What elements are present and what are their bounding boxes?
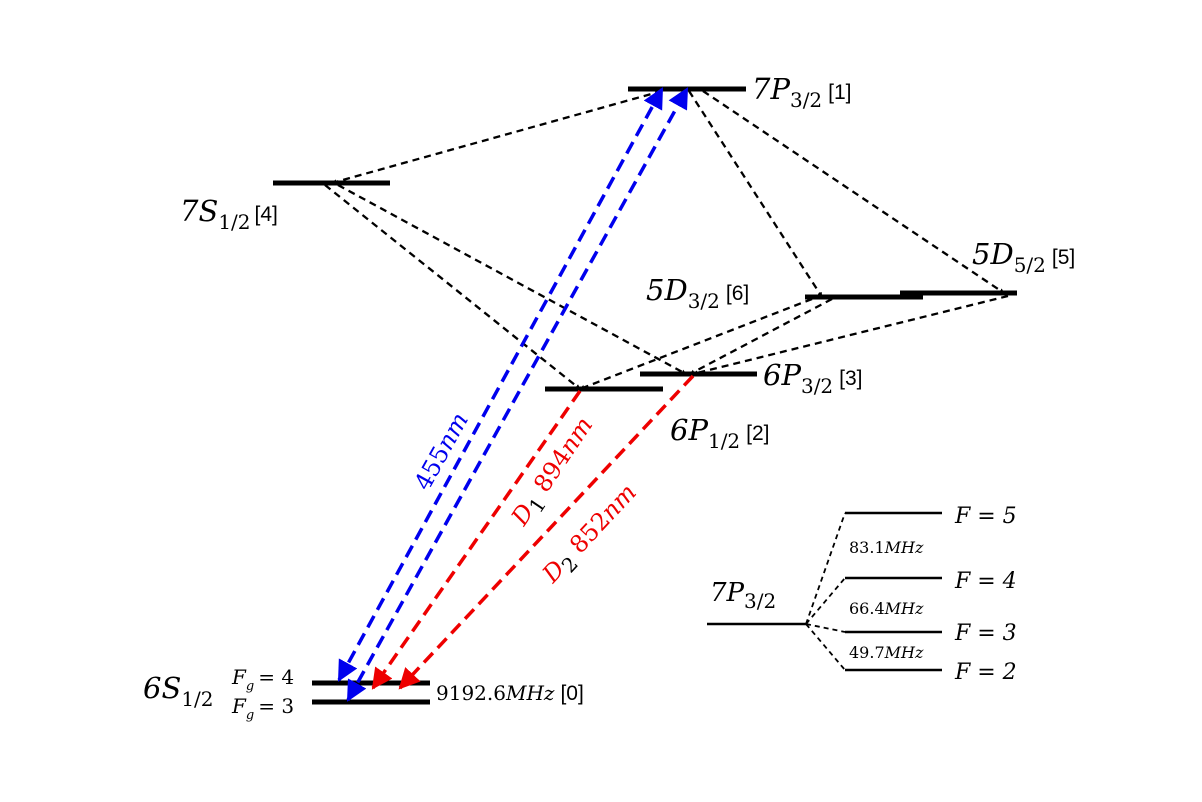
decay-7s-to-6p32 <box>337 183 687 376</box>
inset-connector-f2 <box>805 623 846 671</box>
decay-5d32-to-6p32 <box>689 297 833 376</box>
label-d2-852nm: D2852nm <box>536 478 645 592</box>
label-5d52: 5D5/2[5] <box>972 237 1075 277</box>
decay-7p-to-5d52 <box>702 90 1005 294</box>
inset-label-f3: F = 3 <box>954 621 1017 646</box>
label-7s12: 7S1/2[4] <box>180 194 278 234</box>
d1-894nm-arrow <box>371 389 582 690</box>
blue-455nm-arrow-a <box>337 87 664 682</box>
inset-splitting-83: 83.1MHz <box>849 538 924 557</box>
inset-connector-f3 <box>805 623 846 633</box>
label-fg3: Fg= 3 <box>231 694 294 723</box>
inset-label-7p32: 7P3/2 <box>710 578 776 613</box>
inset-label-f2: F = 2 <box>954 660 1017 685</box>
blue-455nm-arrow-b <box>346 87 689 702</box>
inset-connector-f4 <box>805 577 846 625</box>
decay-7p-to-5d32 <box>688 90 823 298</box>
inset-hyperfine: 7P3/2 F = 5 F = 4 F = 3 F = 2 83.1MHz 66… <box>707 504 1017 685</box>
inset-label-f5: F = 5 <box>954 504 1017 529</box>
decay-5d52-to-6p32 <box>692 294 1009 376</box>
inset-connector-f5 <box>805 512 846 625</box>
label-fg4: Fg= 4 <box>231 665 294 694</box>
inset-splitting-49: 49.7MHz <box>849 643 924 662</box>
inset-label-f4: F = 4 <box>954 569 1017 594</box>
inset-splitting-66: 66.4MHz <box>849 599 924 618</box>
label-6p32: 6P3/2[3] <box>763 358 863 398</box>
label-6s12: 6S1/2 <box>143 671 214 711</box>
decay-7p-to-7s <box>331 89 663 185</box>
label-7p32: 7P3/2[1] <box>752 72 852 112</box>
decay-7s-to-6p12 <box>324 184 581 390</box>
label-5d32: 5D3/2[6] <box>646 273 749 313</box>
label-6p12: 6P1/2[2] <box>670 413 770 453</box>
label-ground-splitting: 9192.6MHz[0] <box>436 681 584 705</box>
d2-852nm-arrow <box>398 374 695 690</box>
